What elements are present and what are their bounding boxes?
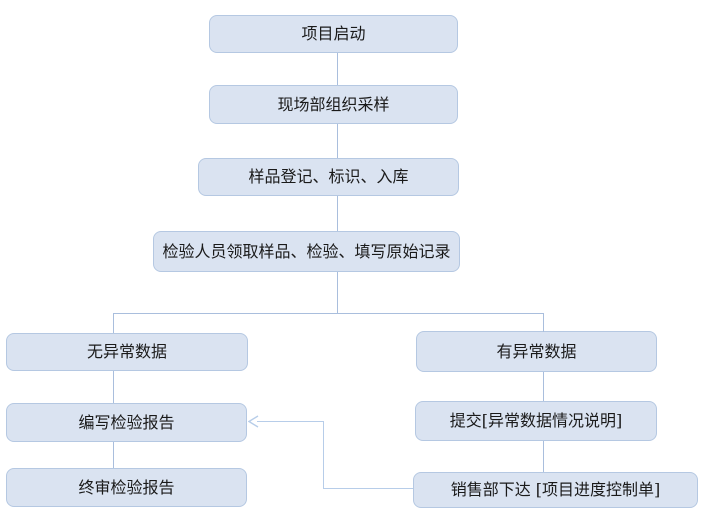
connector-loop-bottom xyxy=(323,488,413,489)
connector-sampling-registration xyxy=(337,124,338,158)
flow-node-sampling: 现场部组织采样 xyxy=(209,85,458,124)
connector-loop-vertical xyxy=(323,421,324,489)
connector-submit-salesissue xyxy=(543,441,544,472)
connector-split-right-drop xyxy=(543,313,544,332)
connector-registration-inspection xyxy=(337,196,338,231)
loop-arrowhead-icon xyxy=(248,415,259,428)
connector-loop-top xyxy=(257,421,323,422)
flow-node-inspection: 检验人员领取样品、检验、填写原始记录 xyxy=(153,231,460,272)
connector-split-left-drop xyxy=(113,313,114,333)
connector-inspection-split xyxy=(337,272,338,313)
connector-abnormal-submit xyxy=(543,372,544,401)
flow-node-no-abnormal-data: 无异常数据 xyxy=(6,333,248,371)
flow-node-start: 项目启动 xyxy=(209,15,458,53)
connector-start-sampling xyxy=(337,53,338,85)
flow-node-sales-issue: 销售部下达 [项目进度控制单] xyxy=(413,472,698,508)
flow-node-final-review: 终审检验报告 xyxy=(6,468,247,507)
flow-node-abnormal-data: 有异常数据 xyxy=(416,331,657,372)
connector-noabnormal-writereport xyxy=(113,371,114,403)
flow-node-registration: 样品登记、标识、入库 xyxy=(198,158,459,196)
connector-writereport-finalreview xyxy=(113,442,114,468)
flow-node-write-report: 编写检验报告 xyxy=(6,403,247,442)
flow-node-submit-explanation: 提交[异常数据情况说明] xyxy=(415,401,657,441)
connector-split-bar xyxy=(113,313,544,314)
